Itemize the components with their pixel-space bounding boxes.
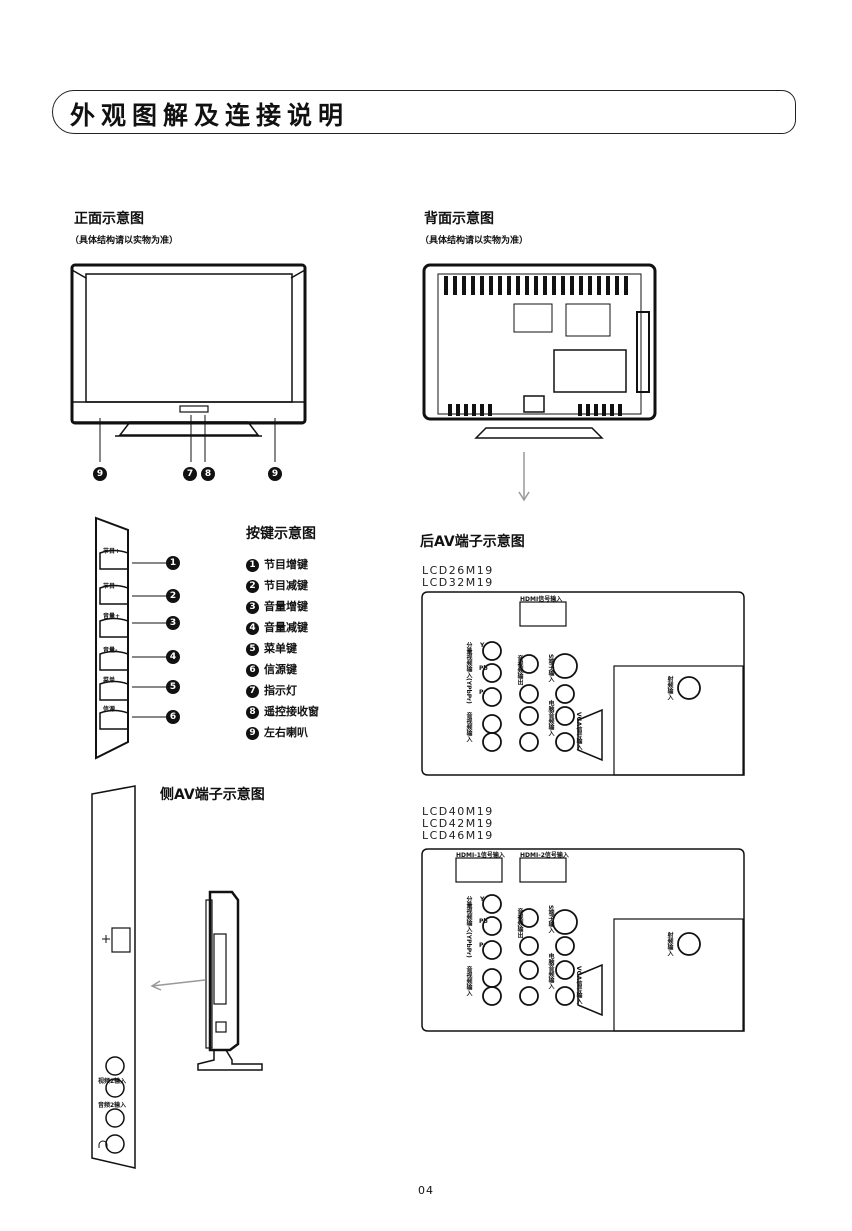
hdmi1-label-b: HDMI-1信号输入: [456, 852, 505, 859]
front-view-heading: 正面示意图: [74, 211, 144, 227]
front-callout-remote-window: 8: [201, 467, 215, 481]
keys-heading: 按键示意图: [246, 526, 316, 542]
back-view-note: （具体结构请以实物为准）: [420, 236, 529, 246]
legend-item: 8 遥控接收窗: [246, 704, 319, 725]
key-label-menu: 菜单: [103, 677, 116, 684]
arrow-left-icon: [150, 979, 206, 991]
key-label-source: 信源: [103, 706, 116, 713]
vga-label-a: VGA信号输入: [575, 712, 582, 751]
pr-label-b: Pr: [479, 942, 487, 949]
s-video-label-b: S端子输入: [547, 905, 554, 934]
key-callout-6: 6: [166, 710, 180, 724]
legend-label: 遥控接收窗: [264, 705, 319, 718]
page-title: 外观图解及连接说明: [70, 101, 350, 130]
key-callout-3: 3: [166, 616, 180, 630]
legend-item: 5 菜单键: [246, 641, 319, 662]
legend-label: 菜单键: [264, 642, 297, 655]
model-b-3: LCD46M19: [422, 829, 494, 842]
pc-audio-label-b: 电脑音频输入: [547, 953, 554, 989]
page-number: 04: [418, 1184, 434, 1197]
pb-label-a: Pb: [479, 665, 488, 672]
model-b-1: LCD40M19: [422, 805, 494, 818]
vga-label-b: VGA信号输入: [575, 966, 582, 1005]
legend-number: 1: [246, 558, 259, 572]
pb-label-b: Pb: [479, 918, 488, 925]
legend-number: 2: [246, 579, 259, 593]
legend-number: 9: [246, 726, 259, 740]
rear-panel-b-illustration: [421, 848, 745, 1032]
legend-label: 指示灯: [264, 684, 297, 697]
legend-label: 节目增键: [264, 558, 308, 571]
tv-in-label-b: 射频输入: [666, 932, 673, 956]
key-label-ch-up: 节目+: [103, 548, 121, 555]
legend-label: 节目减键: [264, 579, 308, 592]
legend-item: 3 音量增键: [246, 599, 319, 620]
front-callout-right-speaker: 9: [268, 467, 282, 481]
av-in-label-b: 音视频输入: [465, 966, 472, 996]
legend-number: 5: [246, 642, 259, 656]
key-callout-5: 5: [166, 680, 180, 694]
model-a-1: LCD26M19: [422, 564, 494, 577]
y-label-a: Y: [480, 642, 485, 649]
legend-label: 左右喇叭: [264, 726, 308, 739]
side-video2-label: 视频2输入: [98, 1078, 127, 1085]
av-in-label-a: 音视频输入: [465, 712, 472, 742]
legend-item: 2 节目减键: [246, 578, 319, 599]
av-out-label-a: 音视频输出: [516, 655, 523, 685]
hdmi-label-a: HDMI信号输入: [520, 596, 563, 603]
pr-label-a: Pr: [479, 689, 487, 696]
legend-number: 8: [246, 705, 259, 719]
key-callout-2: 2: [166, 589, 180, 603]
front-callout-indicator: 7: [183, 467, 197, 481]
back-view-heading: 背面示意图: [424, 211, 494, 227]
side-tv-profile-illustration: [197, 890, 263, 1071]
rear-panel-a-illustration: [421, 591, 745, 776]
ypbpr-label-b: 分量视频输入(YPbPr): [465, 896, 472, 958]
key-callout-4: 4: [166, 650, 180, 664]
front-view-note: （具体结构请以实物为准）: [70, 236, 179, 246]
ypbpr-label-a: 分量视频输入(YPbPr): [465, 642, 472, 704]
av-out-label-b: 音视频输出: [516, 908, 523, 938]
front-callout-left-speaker: 9: [93, 467, 107, 481]
model-b-2: LCD42M19: [422, 817, 494, 830]
y-label-b: Y: [480, 896, 485, 903]
key-callout-1: 1: [166, 556, 180, 570]
rear-av-heading: 后AV端子示意图: [420, 534, 525, 550]
pc-audio-label-a: 电脑音频输入: [547, 700, 554, 736]
key-label-ch-down: 节目-: [103, 583, 118, 590]
legend-number: 6: [246, 663, 259, 677]
keys-legend: 1 节目增键 2 节目减键 3 音量增键 4 音量减键 5 菜单键 6 信源键 7 指示灯 8…: [246, 557, 319, 746]
legend-label: 音量减键: [264, 621, 308, 634]
tv-in-label-a: 射频输入: [666, 676, 673, 700]
legend-number: 4: [246, 621, 259, 635]
front-tv-illustration: [70, 263, 307, 462]
side-av-panel-illustration: [91, 785, 136, 1169]
side-audio2-label: 音频2输入: [98, 1102, 127, 1109]
key-label-vol-up: 音量+: [103, 613, 121, 620]
page-title-frame: [52, 90, 796, 134]
legend-number: 3: [246, 600, 259, 614]
key-panel-illustration: [95, 516, 166, 760]
legend-item: 7 指示灯: [246, 683, 319, 704]
s-video-label-a: S端子输入: [547, 654, 554, 683]
legend-item: 6 信源键: [246, 662, 319, 683]
legend-number: 7: [246, 684, 259, 698]
legend-item: 9 左右喇叭: [246, 725, 319, 746]
arrow-down-icon: [518, 452, 530, 502]
back-tv-illustration: [422, 263, 657, 439]
hdmi2-label-b: HDMI-2信号输入: [520, 852, 569, 859]
side-av-heading: 侧AV端子示意图: [160, 787, 265, 803]
legend-label: 信源键: [264, 663, 297, 676]
legend-item: 4 音量减键: [246, 620, 319, 641]
key-label-vol-down: 音量-: [103, 647, 118, 654]
model-a-2: LCD32M19: [422, 576, 494, 589]
legend-label: 音量增键: [264, 600, 308, 613]
legend-item: 1 节目增键: [246, 557, 319, 578]
